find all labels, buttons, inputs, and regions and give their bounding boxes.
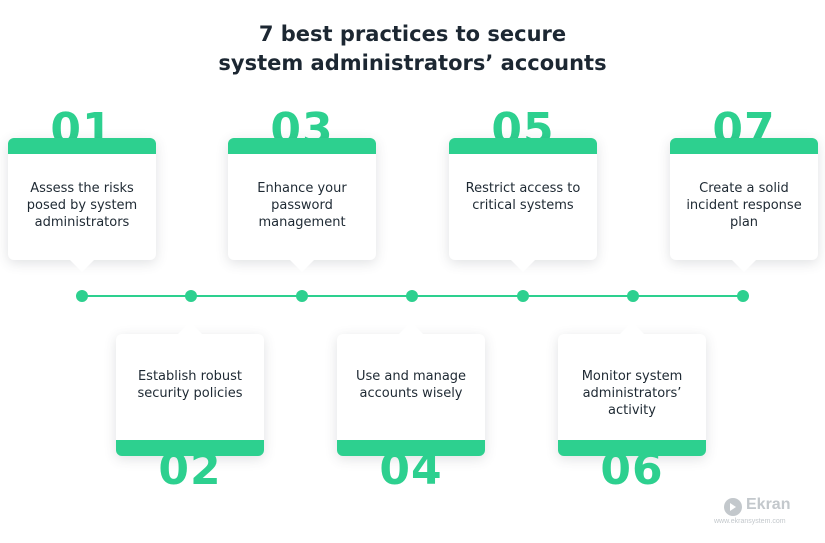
step-number-06: 06 — [600, 444, 664, 495]
step-number-07: 07 — [712, 108, 776, 138]
step-card-05: Restrict access to critical systems — [449, 138, 597, 272]
logo-url: www.ekransystem.com — [714, 518, 786, 525]
step-text-02: Establish robust security policies — [137, 369, 243, 401]
page-title: 7 best practices to secure system admini… — [0, 20, 825, 78]
title-line-2: system administrators’ accounts — [218, 51, 607, 75]
step-text-01: Assess the risks posed by system adminis… — [26, 181, 138, 230]
step-pointer-02 — [178, 322, 202, 334]
step-pointer-06 — [620, 322, 644, 334]
timeline-dot-04 — [406, 290, 418, 302]
step-card-07: Create a solid incident response plan — [670, 138, 818, 272]
step-card-01: Assess the risks posed by system adminis… — [8, 138, 156, 272]
step-pointer-04 — [399, 322, 423, 334]
step-pointer-05 — [511, 260, 535, 272]
step-number-05: 05 — [491, 108, 555, 138]
ekran-logo-icon — [724, 498, 742, 516]
step-card-02: Establish robust security policies — [116, 322, 264, 456]
step-pointer-01 — [70, 260, 94, 272]
timeline-dot-06 — [627, 290, 639, 302]
timeline-dot-07 — [737, 290, 749, 302]
step-text-06: Monitor system administrators’ activity — [581, 369, 683, 418]
step-card-03: Enhance your password management — [228, 138, 376, 272]
step-card-06: Monitor system administrators’ activity — [558, 322, 706, 456]
step-number-01: 01 — [50, 108, 114, 138]
step-number-04: 04 — [379, 444, 443, 495]
step-text-05: Restrict access to critical systems — [465, 181, 581, 213]
step-text-03: Enhance your password management — [257, 181, 347, 230]
step-text-07: Create a solid incident response plan — [686, 181, 802, 230]
step-number-03: 03 — [270, 108, 334, 138]
timeline-dot-05 — [517, 290, 529, 302]
timeline-dot-01 — [76, 290, 88, 302]
timeline-dot-03 — [296, 290, 308, 302]
timeline-dot-02 — [185, 290, 197, 302]
logo-name: Ekran — [746, 496, 791, 513]
step-pointer-03 — [290, 260, 314, 272]
title-line-1: 7 best practices to secure — [258, 22, 567, 46]
step-number-02: 02 — [158, 444, 222, 495]
step-text-04: Use and manage accounts wisely — [355, 369, 467, 401]
ekran-logo: Ekran www.ekransystem.com — [714, 496, 815, 532]
step-pointer-07 — [732, 260, 756, 272]
step-card-04: Use and manage accounts wisely — [337, 322, 485, 456]
